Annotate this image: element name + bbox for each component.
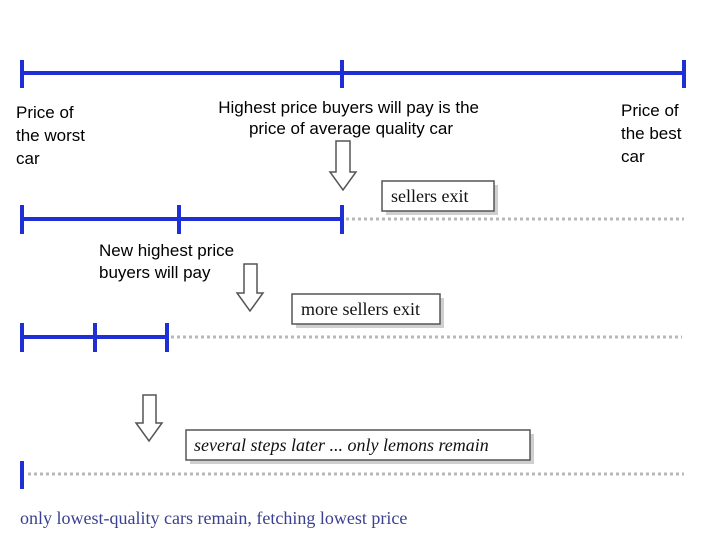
price-range-line-full <box>20 60 686 88</box>
price-range-line-4 <box>20 461 684 489</box>
more-sellers-exit-text: more sellers exit <box>301 299 420 319</box>
sellers-exit-text: sellers exit <box>391 186 468 206</box>
price-range-line-2 <box>20 205 684 234</box>
down-arrow-icon <box>328 140 358 192</box>
label-worst-car: Price of the worst car <box>16 103 90 168</box>
price-range-line-3 <box>20 323 682 352</box>
down-arrow-icon <box>134 394 164 443</box>
down-arrow-icon <box>235 263 265 313</box>
label-best-car: Price of the best car <box>621 101 686 166</box>
box-several-steps-later: several steps later ... only lemons rema… <box>185 429 534 464</box>
footer-caption: only lowest-quality cars remain, fetchin… <box>20 508 407 528</box>
label-highest-price: Highest price buyers will pay is the pri… <box>218 98 484 138</box>
box-more-sellers-exit: more sellers exit <box>291 293 444 328</box>
label-new-highest-price: New highest price buyers will pay <box>99 241 239 282</box>
box-sellers-exit: sellers exit <box>381 180 498 215</box>
several-steps-text: several steps later ... only lemons rema… <box>194 435 489 455</box>
